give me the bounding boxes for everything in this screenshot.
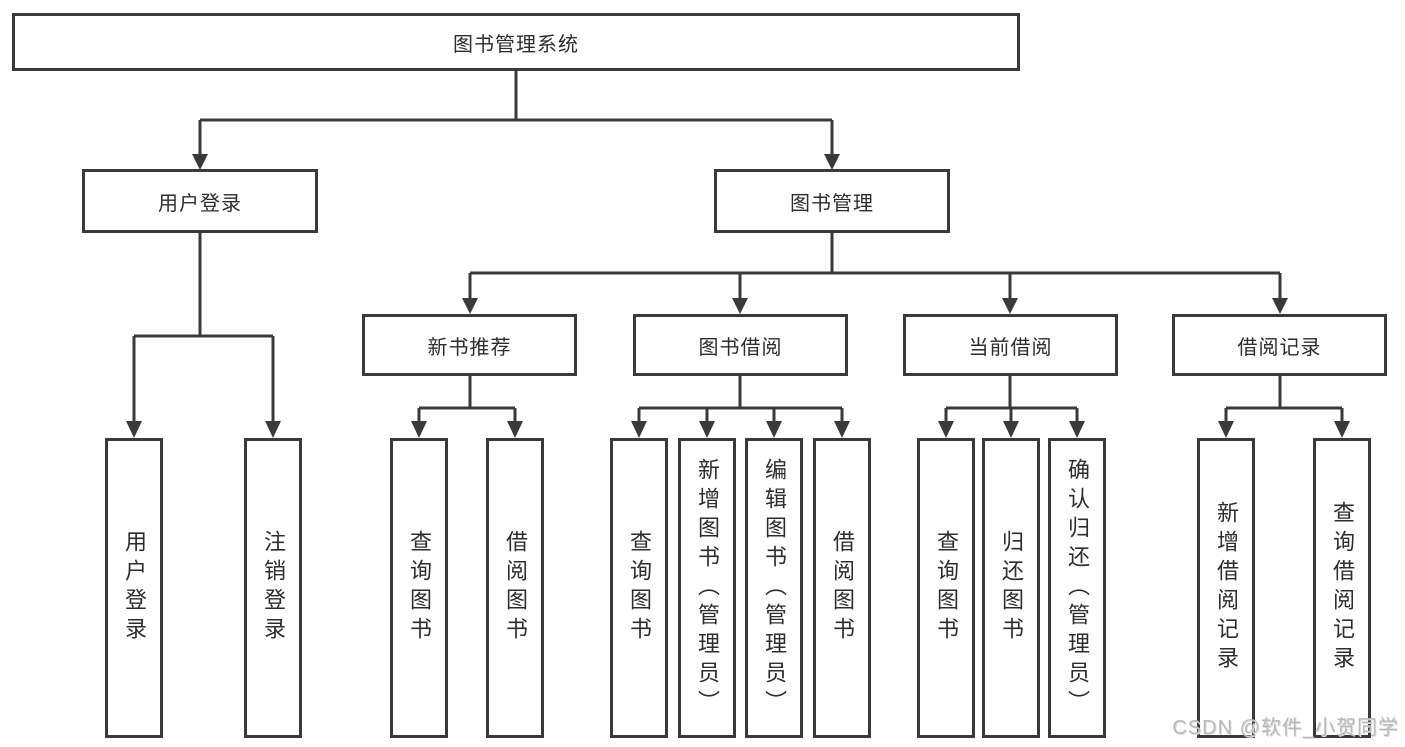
node-leaf-confirm-return-admin: 确认归还（管理员） [1048,438,1106,738]
node-leaf-search-book-1: 查询图书 [390,438,448,738]
node-user-login-label: 用户登录 [158,192,242,215]
node-root-label: 图书管理系统 [453,33,579,56]
node-book-management: 图书管理 [714,169,950,233]
node-leaf-search-book-2: 查询图书 [610,438,668,738]
node-leaf-edit-book-admin-label: 编辑图书（管理员） [762,457,787,719]
node-new-book-recommend: 新书推荐 [362,314,577,376]
node-leaf-user-login: 用户登录 [105,438,163,738]
node-leaf-add-borrow-record-label: 新增借阅记录 [1214,501,1239,675]
node-leaf-search-borrow-record-label: 查询借阅记录 [1330,501,1355,675]
node-leaf-search-book-2-label: 查询图书 [627,530,652,646]
node-leaf-confirm-return-admin-label: 确认归还（管理员） [1065,457,1090,719]
node-leaf-search-borrow-record: 查询借阅记录 [1313,438,1371,738]
node-leaf-borrow-book-2: 借阅图书 [813,438,871,738]
node-leaf-return-book-label: 归还图书 [999,530,1024,646]
node-book-borrow-label: 图书借阅 [698,336,783,359]
node-current-borrow-label: 当前借阅 [968,336,1053,359]
node-leaf-borrow-book-2-label: 借阅图书 [830,530,855,646]
node-new-book-recommend-label: 新书推荐 [427,336,512,359]
node-leaf-add-borrow-record: 新增借阅记录 [1197,438,1255,738]
node-borrow-records: 借阅记录 [1172,314,1387,376]
node-leaf-return-book: 归还图书 [982,438,1040,738]
node-leaf-add-book-admin: 新增图书（管理员） [678,438,736,738]
node-current-borrow: 当前借阅 [903,314,1118,376]
node-root: 图书管理系统 [12,13,1020,71]
node-leaf-search-book-3: 查询图书 [917,438,975,738]
node-book-borrow: 图书借阅 [633,314,848,376]
node-leaf-search-book-3-label: 查询图书 [934,530,959,646]
node-leaf-add-book-admin-label: 新增图书（管理员） [695,457,720,719]
node-book-management-label: 图书管理 [790,192,874,215]
node-user-login: 用户登录 [82,169,318,233]
node-leaf-edit-book-admin: 编辑图书（管理员） [745,438,803,738]
node-borrow-records-label: 借阅记录 [1237,336,1322,359]
node-leaf-logout: 注销登录 [244,438,302,738]
node-leaf-search-book-1-label: 查询图书 [407,530,432,646]
node-leaf-borrow-book-1: 借阅图书 [486,438,544,738]
node-leaf-user-login-label: 用户登录 [122,530,147,646]
node-leaf-logout-label: 注销登录 [261,530,286,646]
csdn-watermark: CSDN @软件_小贺同学 [1172,717,1399,739]
node-leaf-borrow-book-1-label: 借阅图书 [503,530,528,646]
